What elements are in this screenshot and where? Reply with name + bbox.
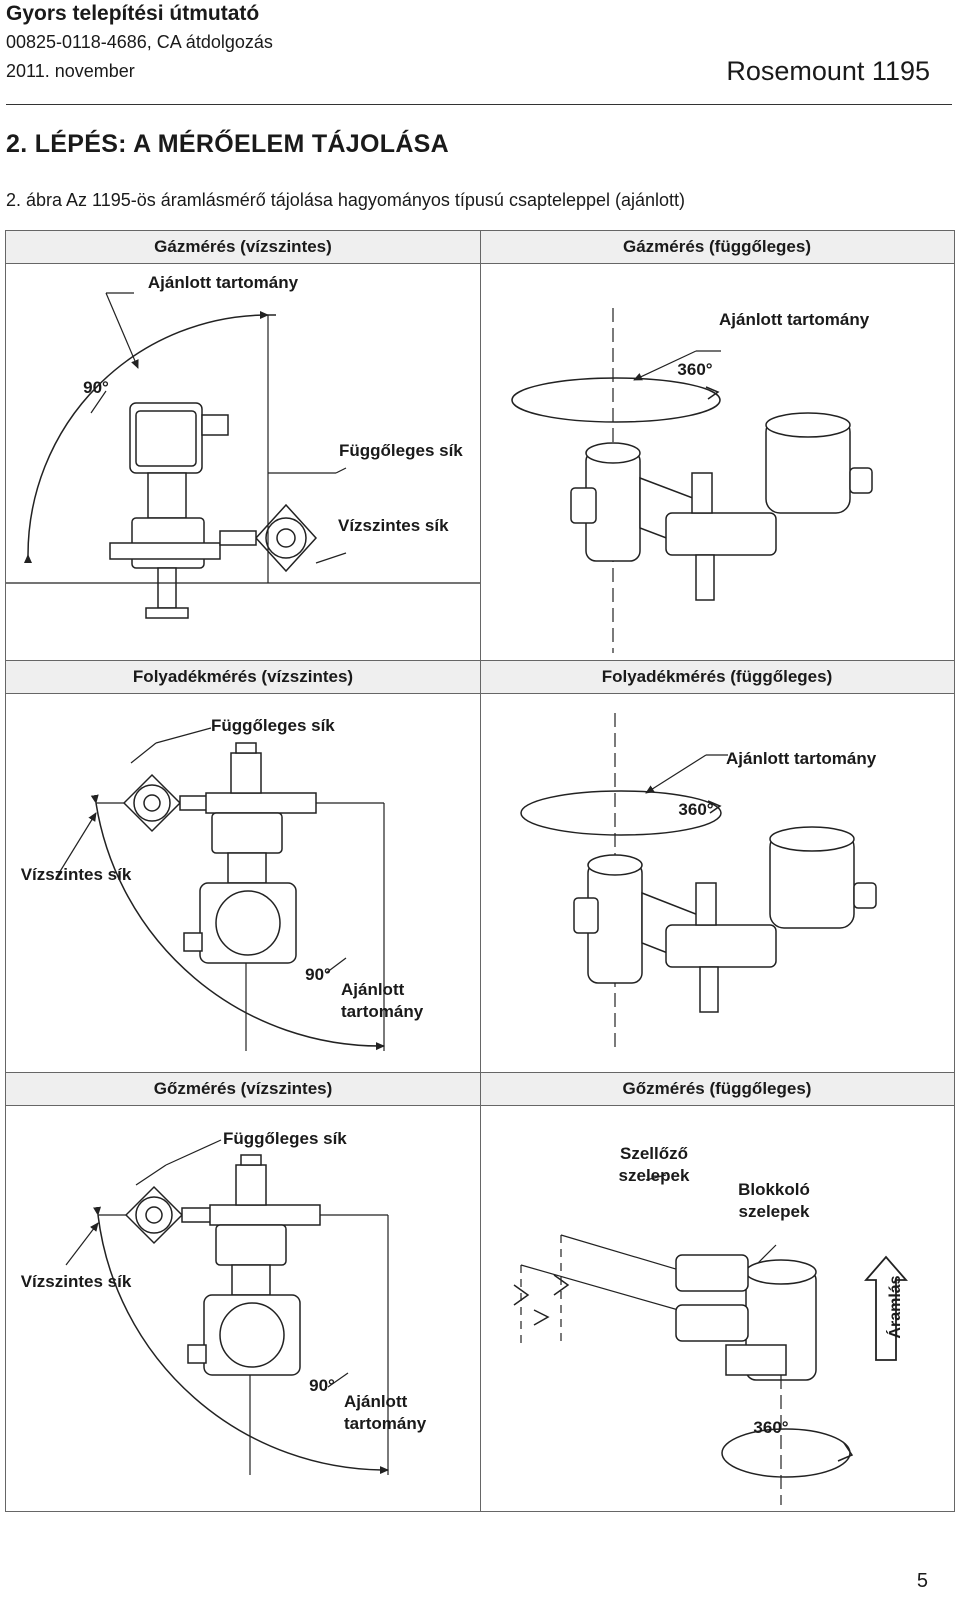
- liquid-recommended-range-left: Ajánlott tartomány: [341, 980, 424, 1021]
- gas-vertical-plane: Függőleges sík: [339, 441, 463, 460]
- gas-recommended-range-left: Ajánlott tartomány: [147, 273, 299, 292]
- document-title: Gyors telepítési útmutató: [6, 2, 260, 25]
- liquid-horizontal-plane: Vízszintes sík: [20, 865, 132, 884]
- header-rule: [6, 104, 952, 105]
- liquid-horizontal-heading: Folyadékmérés (vízszintes): [6, 661, 481, 693]
- steam-diagram: [65, 1139, 908, 1505]
- gas-divider: [480, 263, 481, 660]
- steam-recommended-range-left: Ajánlott tartomány: [344, 1392, 427, 1433]
- document-date: 2011. november: [6, 61, 135, 81]
- steam-angle-90: 90°: [309, 1376, 335, 1395]
- gas-diagram: [6, 292, 873, 653]
- steam-horizontal-plane: Vízszintes sík: [20, 1272, 132, 1291]
- product-name: Rosemount 1195: [726, 56, 930, 86]
- steam-block-valves: Blokkoló szelepek: [738, 1180, 810, 1221]
- page-number: 5: [916, 1570, 928, 1592]
- orientation-figure: Gázmérés (vízszintes) Gázmérés (függőleg…: [5, 230, 955, 1512]
- steam-flow-label: Áramlás: [887, 1275, 904, 1339]
- gas-vertical-heading: Gázmérés (függőleges): [623, 237, 811, 256]
- liquid-vertical-plane: Függőleges sík: [211, 716, 335, 735]
- steam-angle-360: 360°: [753, 1418, 789, 1437]
- figure-caption: 2. ábra Az 1195-ös áramlásmérő tájolása …: [6, 190, 686, 210]
- steam-horizontal-heading: Gőzmérés (vízszintes): [6, 1073, 481, 1105]
- steam-vent-valves: Szellőző szelepek: [618, 1144, 690, 1185]
- steam-header-row: Gőzmérés (vízszintes) Gőzmérés (függőleg…: [6, 1072, 954, 1106]
- gas-angle-360: 360°: [677, 360, 713, 379]
- liquid-divider: [480, 693, 481, 1072]
- gas-angle-90: 90°: [83, 378, 109, 397]
- liquid-header-row: Folyadékmérés (vízszintes) Folyadékmérés…: [6, 660, 954, 694]
- gas-header-row: Gázmérés (vízszintes) Gázmérés (függőleg…: [6, 230, 954, 264]
- document-number: 00825-0118-4686, CA átdolgozás: [6, 32, 273, 52]
- liquid-diagram: [55, 713, 877, 1053]
- liquid-angle-360: 360°: [678, 800, 714, 819]
- step-title: 2. LÉPÉS: A MÉRŐELEM TÁJOLÁSA: [6, 130, 450, 158]
- steam-vertical-heading: Gőzmérés (függőleges): [622, 1079, 812, 1098]
- gas-recommended-range-right: Ajánlott tartomány: [719, 310, 870, 329]
- liquid-recommended-range-right: Ajánlott tartomány: [726, 749, 877, 768]
- gas-horizontal-heading: Gázmérés (vízszintes): [6, 231, 481, 263]
- liquid-angle-90: 90°: [305, 965, 331, 984]
- liquid-vertical-heading: Folyadékmérés (függőleges): [601, 667, 833, 686]
- steam-divider: [480, 1105, 481, 1511]
- gas-horizontal-plane: Vízszintes sík: [338, 516, 449, 535]
- steam-vertical-plane: Függőleges sík: [223, 1129, 347, 1148]
